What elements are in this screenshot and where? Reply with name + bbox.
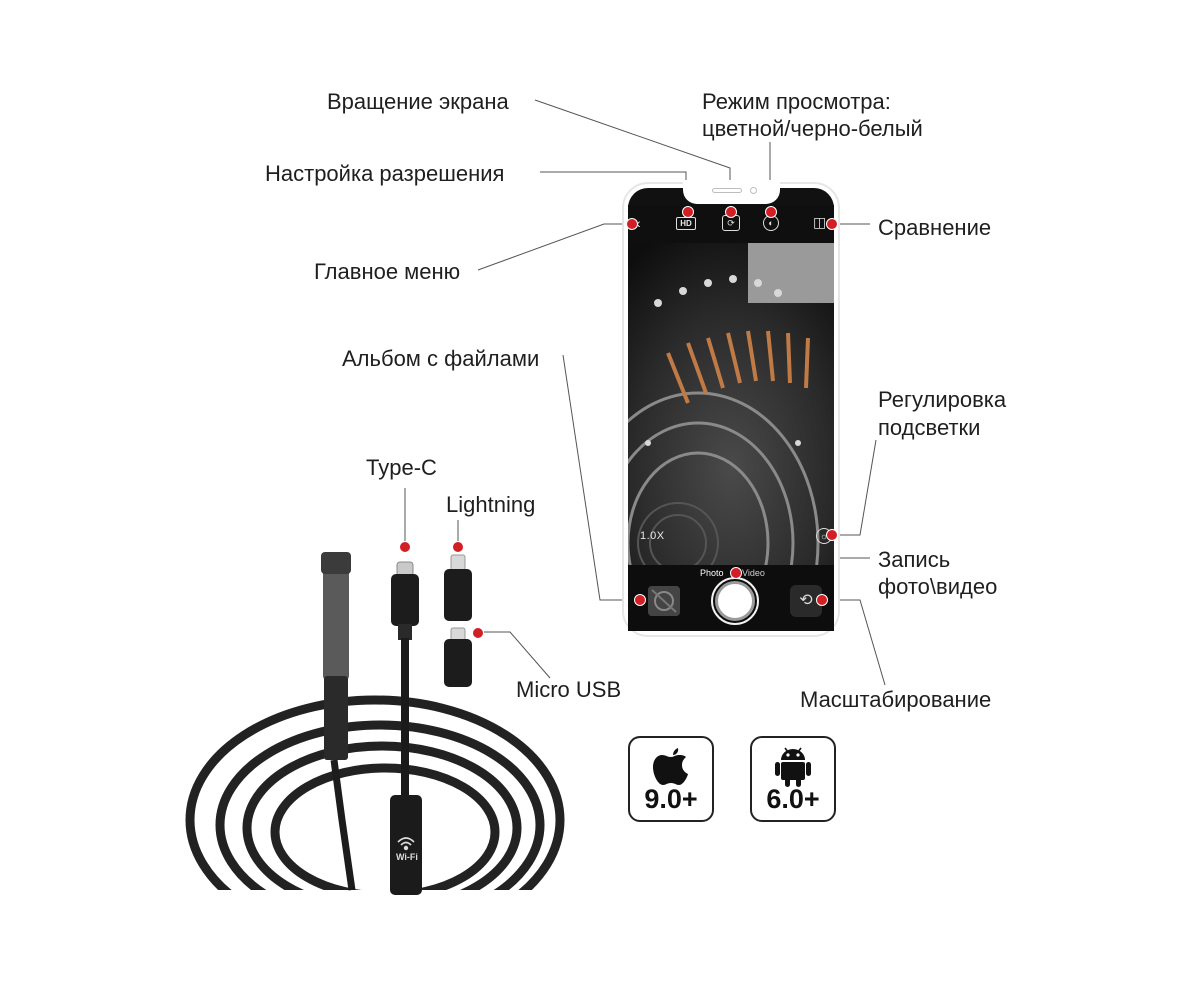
resolution-hd-icon[interactable]: HD <box>676 217 696 230</box>
shutter-button[interactable] <box>715 581 755 621</box>
capture-mode-selector[interactable]: Photo Video <box>700 568 771 578</box>
label-compare: Сравнение <box>878 215 992 240</box>
marker-view-mode <box>765 206 777 218</box>
label-zoom: Масштабирование <box>800 687 992 712</box>
label-record-2: фото\видео <box>878 574 998 599</box>
album-thumbnail[interactable] <box>648 586 680 616</box>
marker-lightning <box>452 541 464 553</box>
lightning-adapter <box>444 554 472 621</box>
leader-main-menu <box>477 223 630 271</box>
marker-type-c <box>399 541 411 553</box>
back-icon[interactable]: ‹ <box>636 215 641 231</box>
wifi-text: Wi-Fi <box>396 852 418 862</box>
android-version: 6.0+ <box>766 784 820 814</box>
apple-icon <box>653 748 688 785</box>
label-type-c: Type-C <box>366 455 437 480</box>
android-icon <box>775 747 811 787</box>
marker-backlight <box>826 529 838 541</box>
leader-backlight <box>835 439 877 536</box>
ios-badge: 9.0+ <box>628 736 714 822</box>
zoom-level[interactable]: 1.0X <box>640 530 665 542</box>
label-record-1: Запись <box>878 547 951 572</box>
type-c-connector <box>390 561 422 895</box>
label-backlight-1: Регулировка <box>878 387 1007 412</box>
label-view-mode-1: Режим просмотра: <box>702 89 891 114</box>
leader-micro-usb <box>480 631 551 679</box>
phone-front-camera <box>750 187 757 194</box>
label-micro-usb: Micro USB <box>516 677 622 702</box>
phone-speaker <box>712 188 742 193</box>
marker-resolution <box>682 206 694 218</box>
endoscope-probe <box>321 552 356 891</box>
micro-usb-adapter <box>444 627 472 687</box>
marker-zoom <box>816 594 828 606</box>
marker-micro-usb <box>472 627 484 639</box>
marker-main-menu <box>626 218 638 230</box>
label-album: Альбом с файлами <box>342 346 540 371</box>
label-resolution: Настройка разрешения <box>265 161 505 186</box>
marker-compare <box>826 218 838 230</box>
wifi-icon <box>397 837 415 851</box>
compare-icon[interactable]: ◫ <box>813 214 827 230</box>
ios-version: 9.0+ <box>644 784 698 814</box>
label-view-mode-2: цветной/черно-белый <box>702 116 923 141</box>
label-screen-rotation: Вращение экрана <box>327 89 509 114</box>
mode-video[interactable]: Video <box>742 568 765 578</box>
marker-record <box>730 567 742 579</box>
mode-photo[interactable]: Photo <box>700 568 724 578</box>
android-badge: 6.0+ <box>750 736 836 822</box>
album-thumbnail-image <box>648 586 680 616</box>
label-main-menu: Главное меню <box>314 259 461 284</box>
machinery-image <box>628 243 834 565</box>
marker-album <box>634 594 646 606</box>
label-backlight-2: подсветки <box>878 415 981 440</box>
label-lightning: Lightning <box>446 492 536 517</box>
camera-preview <box>628 243 834 565</box>
marker-rotation <box>725 206 737 218</box>
